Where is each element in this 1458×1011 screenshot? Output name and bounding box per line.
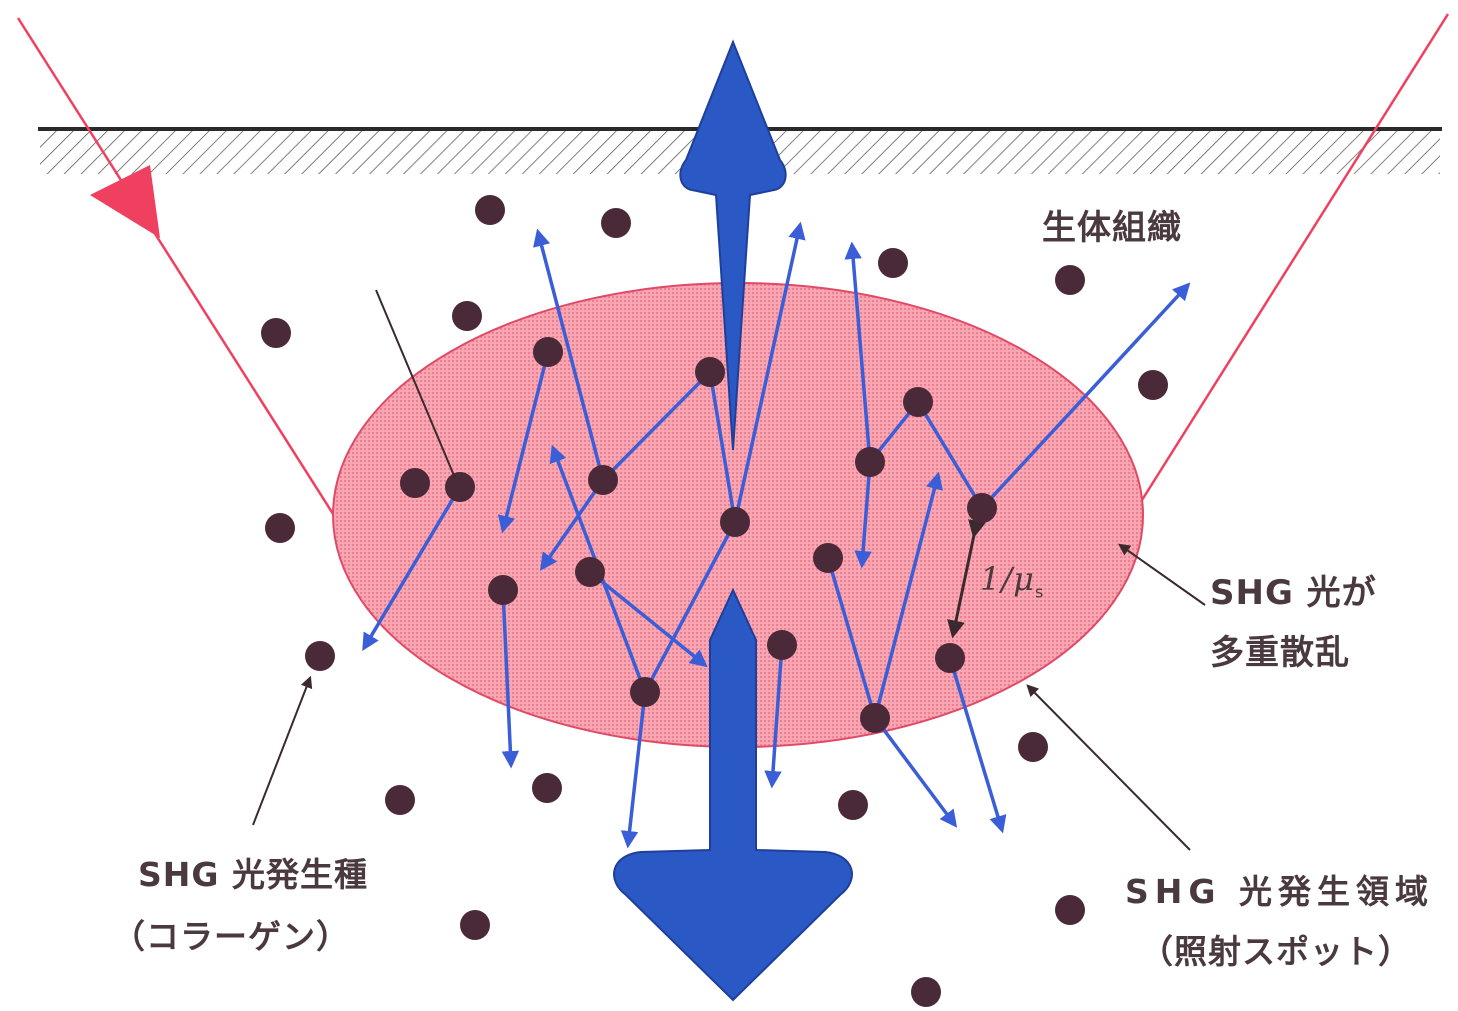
mean-free-path-label: 1/μs	[980, 560, 1044, 601]
shg-region-label-line1: SHG 光発生領域	[1125, 865, 1434, 913]
shg-species-label-line1: SHG 光発生種	[138, 848, 368, 896]
tissue-label: 生体組織	[1042, 200, 1182, 249]
laser-direction-arrowhead	[90, 165, 160, 238]
multiple-scattering-label-line1: SHG 光が	[1210, 565, 1377, 614]
shg-species-label-line2: （コラーゲン）	[112, 910, 350, 958]
shg-region-label-line2: （照射スポット）	[1140, 925, 1412, 973]
mean-free-path-subscript: s	[1035, 582, 1044, 601]
mean-free-path-symbol: 1/μ	[980, 560, 1035, 598]
multiple-scattering-label-line2: 多重散乱	[1210, 625, 1350, 674]
